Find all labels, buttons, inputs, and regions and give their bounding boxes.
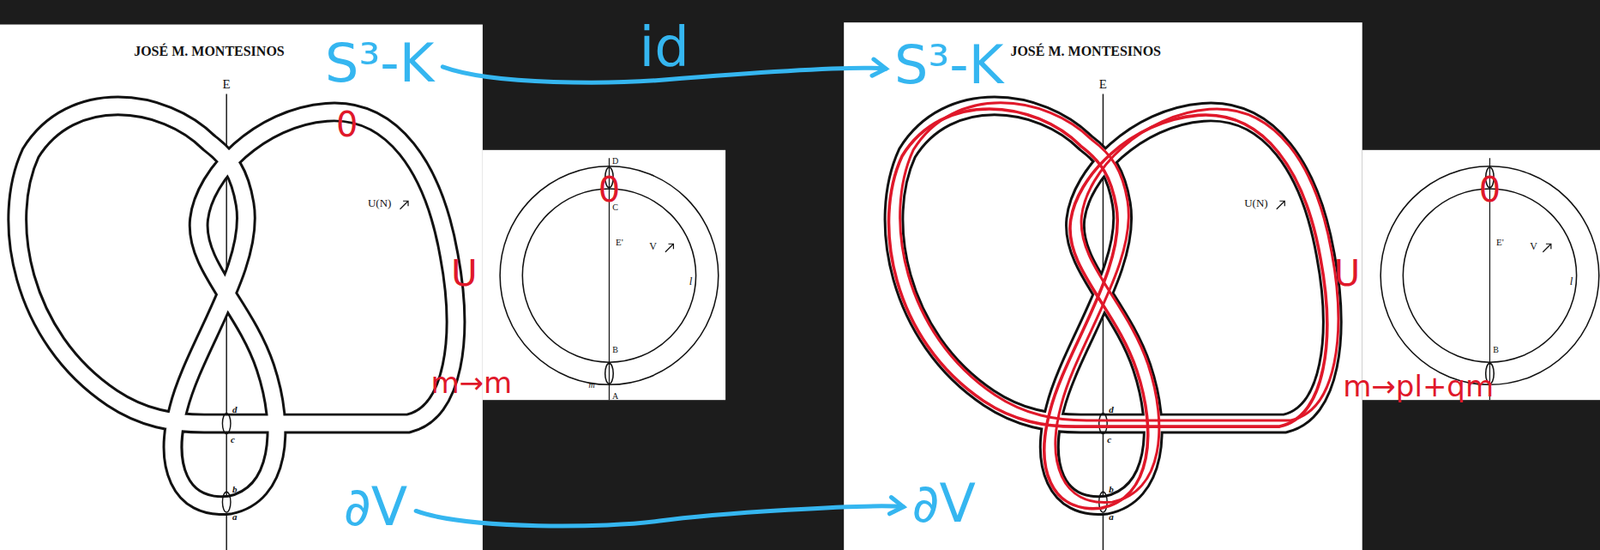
figure-label: V [1529, 240, 1538, 252]
figure-label: E [1099, 77, 1107, 91]
figure-label: c [230, 433, 235, 444]
figure-label: m [589, 380, 596, 390]
figure-label: b [232, 484, 238, 494]
figure-label: A [612, 391, 619, 401]
figure-label: l [1569, 275, 1574, 287]
node-text: ∂V [912, 476, 976, 530]
figure-label: l [689, 275, 693, 287]
figure-label: c [1106, 433, 1112, 444]
figure-label: U(N) [367, 196, 391, 208]
annotation: 0 [598, 172, 620, 207]
space-label: ∂V [338, 476, 413, 537]
annotation: U [1333, 255, 1360, 292]
arrow-head [889, 497, 903, 514]
figure-label: b [1108, 484, 1114, 494]
figure-label: JOSÉ M. MONTESINOS [1010, 44, 1161, 59]
figure-label: U(N) [1244, 196, 1268, 208]
map-arrow [415, 497, 903, 526]
annotation: m→m [430, 367, 512, 397]
space-label: ∂V [907, 473, 981, 534]
figure-label: a [232, 511, 238, 522]
node-text: S³-K [894, 38, 1004, 92]
node-text: ∂V [343, 480, 408, 534]
figure-label: B [612, 345, 619, 355]
figure-label: D [612, 156, 619, 166]
annotation: 0 [1479, 172, 1501, 207]
node-text: S³-K [324, 36, 434, 91]
arrow-line [415, 505, 903, 526]
figure-label: d [1108, 404, 1114, 415]
arrow-head [872, 59, 886, 76]
figure-label: B [1492, 345, 1499, 355]
figure-label: d [232, 404, 238, 415]
figure-label: a [1108, 511, 1114, 522]
space-label: S³-K [889, 35, 1009, 96]
edge-label: id [639, 19, 690, 75]
figure-label: E [222, 77, 231, 91]
space-label: S³-K [319, 33, 440, 94]
annotation: U [451, 255, 478, 292]
annotation: 0 [336, 107, 358, 142]
annotation: m→pl+qm [1342, 371, 1494, 401]
figure-label: E' [1496, 237, 1504, 247]
figure-label: JOSÉ M. MONTESINOS [133, 44, 285, 59]
figure-label: V [649, 240, 657, 252]
figure-label: E' [615, 237, 624, 247]
